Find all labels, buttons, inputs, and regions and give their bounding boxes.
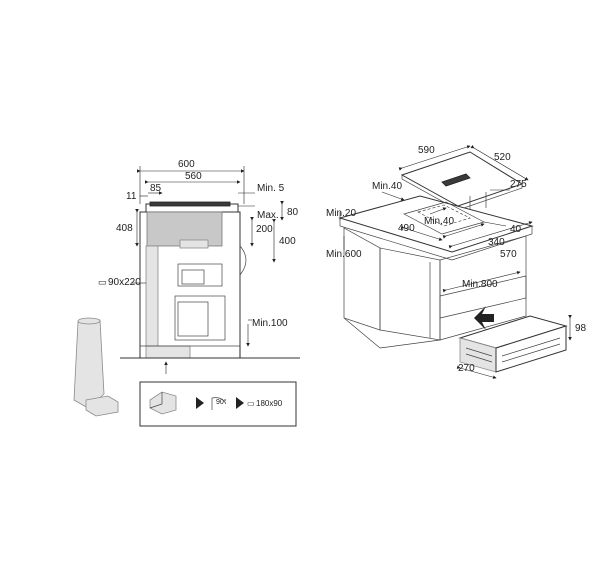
label-270: 270 (458, 363, 475, 374)
label-11: 11 (126, 191, 137, 202)
label-340: 340 (488, 237, 505, 248)
label-408: 408 (116, 223, 133, 234)
duct-detail: 90° ▭ 180x90 (139, 381, 297, 427)
label-600: 600 (178, 159, 195, 170)
label-duct-90x220: 90x220 (108, 277, 141, 288)
duct-elbow-icon (149, 391, 177, 415)
label-560: 560 (185, 171, 202, 182)
label-200: 200 (256, 224, 273, 235)
plinth-fan-side (495, 325, 567, 373)
label-min-40-mid: Min.40 (424, 216, 454, 227)
label-520: 520 (494, 152, 511, 163)
detail-arrow-icon-1 (196, 397, 204, 409)
cabinet-front-face (379, 247, 441, 341)
label-min-5: Min. 5 (257, 183, 285, 194)
hob-motor (179, 239, 209, 249)
label-angle-90: 90° (216, 398, 227, 406)
duct-base (85, 395, 119, 417)
label-min-100: Min.100 (252, 318, 288, 329)
drawer-lower-inner (177, 301, 209, 337)
label-min-20: Min.20 (326, 208, 356, 219)
drawer-upper (177, 263, 223, 287)
label-min-600: Min.600 (326, 249, 362, 260)
duct-detail-box (139, 381, 297, 427)
hob-glass (149, 201, 231, 207)
vertical-duct (145, 245, 159, 347)
label-590: 590 (418, 145, 435, 156)
label-570: 570 (500, 249, 517, 260)
label-duct-180x90: 180x90 (256, 399, 283, 408)
side-section-view: 600 560 11 85 Min. 5 Max. 80 408 200 400… (98, 159, 300, 359)
label-98: 98 (575, 323, 587, 334)
label-490: 490 (398, 223, 415, 234)
door-curve (239, 245, 247, 276)
label-275: 275 (510, 179, 527, 190)
label-85: 85 (150, 183, 162, 194)
drawer-lower (174, 295, 226, 341)
duct-section-icon-2: ▭ (247, 399, 255, 408)
duct-pipe (73, 319, 105, 409)
bottom-duct (145, 345, 191, 359)
label-80: 80 (287, 207, 299, 218)
hob-vent (441, 173, 471, 187)
perspective-view: 590 520 275 Min.40 Min.20 Min.40 490 40 … (326, 144, 587, 379)
rotation-icon (211, 397, 227, 410)
duct-section-icon: ▭ (98, 277, 107, 287)
label-min-40-top: Min.40 (372, 181, 402, 192)
insertion-arrow-icon (474, 306, 494, 330)
drawer-upper-inner (181, 269, 205, 285)
label-min-800: Min.800 (462, 279, 498, 290)
cabinet-left-face (343, 227, 381, 331)
label-max: Max. (257, 210, 279, 221)
detail-arrow-icon-2 (236, 397, 244, 409)
label-400: 400 (279, 236, 296, 247)
duct-extension-piece (73, 317, 119, 417)
